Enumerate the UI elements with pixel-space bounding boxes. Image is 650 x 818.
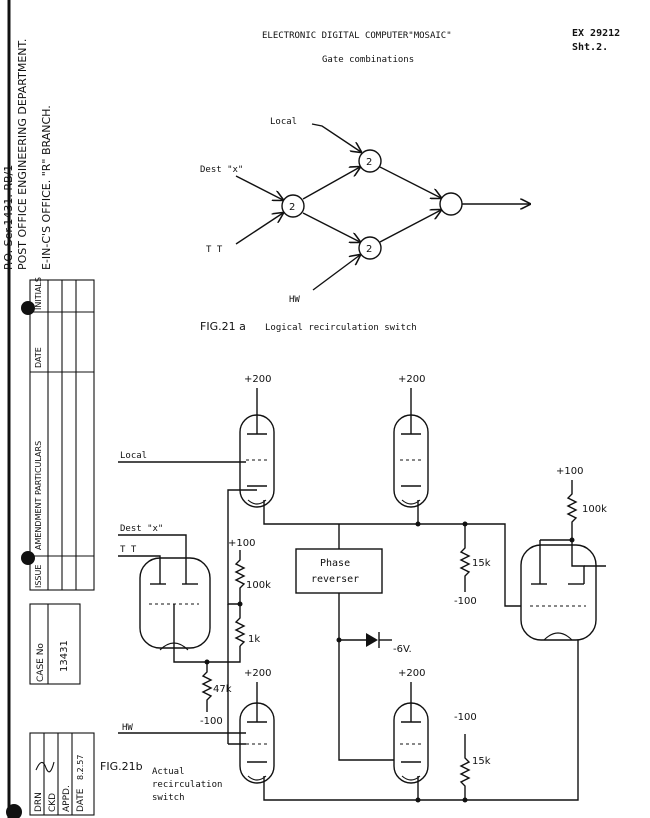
arrow-g1-g3 (302, 212, 360, 242)
fig-21a-diagram: 2 2 2 Local Dest "x" T T HW (200, 117, 530, 305)
label-minus100-b: -100 (454, 596, 477, 607)
case-number: 13431 (59, 640, 70, 672)
drawing-title: ELECTRONIC DIGITAL COMPUTER"MOSAIC" (262, 31, 452, 41)
amendment-table: ISSUE AMENDMENT PARTICULARS DATE INITIAL… (29, 277, 95, 591)
label-100k-right: 100k (582, 504, 607, 515)
signoff-date: DATE (76, 788, 86, 812)
tube-v6 (520, 544, 597, 641)
fig-a-local-label: Local (270, 117, 297, 127)
gate-label-3: 2 (366, 244, 372, 255)
tube-v1 (239, 388, 275, 508)
fig-b-tt-label: T T (120, 545, 137, 555)
signoff-date-value: 8.2.57 (76, 755, 85, 780)
resistor-15k-bottom (459, 734, 471, 800)
resistor-100k-left (234, 550, 246, 604)
drawing-subtitle: Gate combinations (322, 55, 414, 65)
wire-top-bus (263, 500, 465, 525)
tube-v3 (139, 557, 211, 651)
arrow-local (311, 123, 361, 152)
supply-v2: +200 (398, 374, 425, 385)
fig-b-caption-3: switch (152, 793, 185, 803)
phase-reverser-box (295, 548, 383, 594)
label-47k: 47k (213, 684, 232, 695)
signoff-ckd: CKD (48, 793, 58, 812)
fig-b-dest-label: Dest "x" (120, 524, 163, 534)
wire-dest-x (118, 534, 187, 584)
tube-v2 (393, 388, 429, 508)
label-15k-bottom: 15k (472, 756, 491, 767)
wire-divider (207, 646, 241, 663)
sheet-number: Sht.2. (572, 42, 608, 53)
fig-b-hw-label: HW (122, 723, 133, 733)
supply-v4: +200 (244, 668, 271, 679)
fig-a-number: FIG.21 a (200, 320, 246, 333)
fig-b-caption-2: recirculation (152, 780, 222, 790)
resistor-1k (234, 604, 246, 647)
arrow-dest-x (235, 175, 283, 200)
tube-v5 (393, 682, 429, 784)
label-minus100-a: -100 (200, 716, 223, 727)
punch-hole-bottom (21, 551, 35, 565)
amend-header-issue: ISSUE (34, 565, 43, 588)
case-label: CASE No (36, 643, 46, 682)
wire-tt (118, 555, 161, 584)
gate-label-1: 2 (289, 202, 295, 213)
wire-pr-out (338, 593, 394, 761)
wire-grid-feed (227, 489, 257, 605)
department-line-3: E-IN-C'S OFFICE. "R" BRANCH. (40, 105, 53, 270)
punch-hole-top (21, 301, 35, 315)
gate-upper (358, 149, 382, 173)
diode-symbol (366, 633, 378, 647)
phase-reverser-line2: reverser (311, 574, 359, 585)
fig-21b-circuit: +200 +200 +100 +100 +200 +200 (118, 374, 607, 803)
arrow-tt (235, 213, 283, 245)
amend-header-date: DATE (34, 347, 43, 368)
arrow-g2-out (379, 166, 441, 198)
arrow-g1-g2 (302, 167, 360, 200)
arrow-hw (312, 255, 360, 291)
department-line-2: POST OFFICE ENGINEERING DEPARTMENT. (16, 39, 29, 270)
fig-a-hw-label: HW (289, 295, 300, 305)
arrow-g3-out (379, 210, 441, 243)
fig-b-local-label: Local (120, 451, 147, 461)
case-box: CASE No 13431 (29, 603, 81, 685)
signoff-appd: APPD. (62, 785, 72, 812)
gate-output (439, 192, 463, 216)
amend-header-initials: INITIALS (34, 277, 43, 310)
resistor-47k (201, 662, 213, 712)
signature-mark (35, 761, 55, 773)
signoff-drn: DRN (34, 792, 44, 812)
wire-bottom-bus (263, 640, 579, 801)
gate-label-2: 2 (366, 157, 372, 168)
supply-v5: +100 (556, 466, 583, 477)
resistor-100k-right (566, 480, 585, 584)
label-minus100-c: -100 (454, 712, 477, 723)
wire-to-v6 (465, 523, 521, 607)
label-1k: 1k (248, 634, 260, 645)
department-block: P.O. Ser.1431. RB/1 POST OFFICE ENGINEER… (2, 39, 53, 270)
supply-v3: +100 (228, 538, 255, 549)
fig-b-caption-1: Actual (152, 767, 185, 777)
fig-a-tt-label: T T (206, 245, 223, 255)
fig-b-number: FIG.21b (100, 760, 143, 773)
ref-number: EX 29212 (572, 28, 620, 39)
gate-lower-left (281, 194, 305, 218)
wire-v3-out (173, 604, 207, 663)
phase-reverser-line1: Phase (320, 558, 350, 569)
resistor-15k-top (459, 524, 471, 592)
fig-a-caption: Logical recirculation switch (265, 323, 417, 333)
label-minus6v: -6V. (393, 644, 412, 655)
label-100k-left: 100k (246, 580, 271, 591)
department-line-1: P.O. Ser.1431. RB/1 (2, 165, 15, 270)
signoff-box: DRN CKD APPD. DATE 8.2.57 (29, 732, 95, 816)
amend-header-particulars: AMENDMENT PARTICULARS (34, 441, 43, 550)
label-15k-top: 15k (472, 558, 491, 569)
fig-a-dest-label: Dest "x" (200, 165, 243, 175)
supply-v6: +200 (398, 668, 425, 679)
punch-hole-corner (6, 804, 22, 818)
supply-v1: +200 (244, 374, 271, 385)
gate-lower (358, 236, 382, 260)
